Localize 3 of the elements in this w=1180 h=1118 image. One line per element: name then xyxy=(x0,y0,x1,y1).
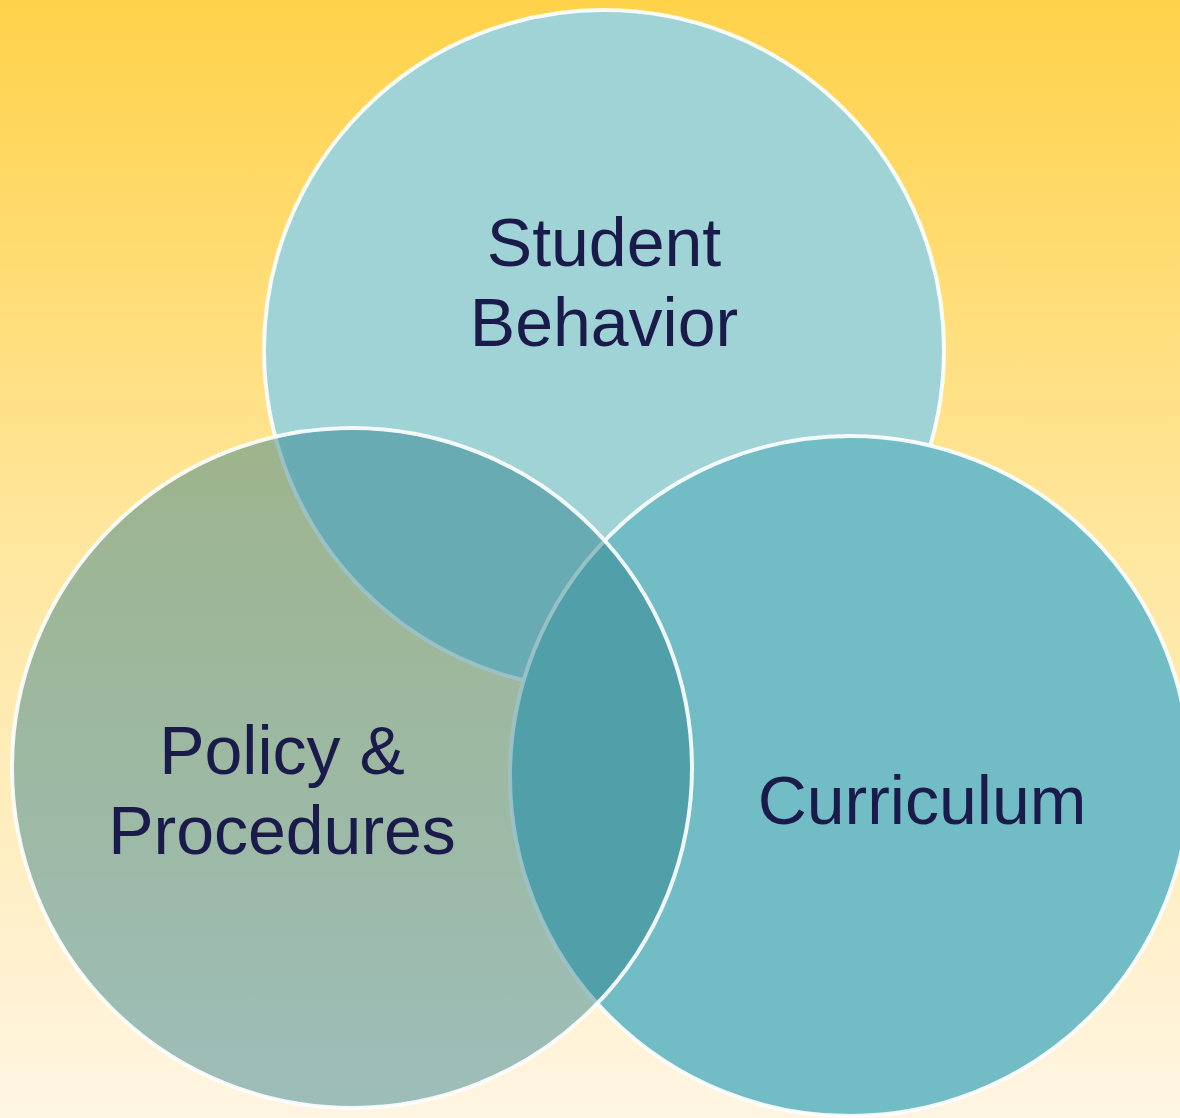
circle-label: Curriculum xyxy=(756,761,1088,840)
circle-label: Student Behavior xyxy=(468,203,740,362)
circle-label: Policy & Procedures xyxy=(107,711,457,870)
